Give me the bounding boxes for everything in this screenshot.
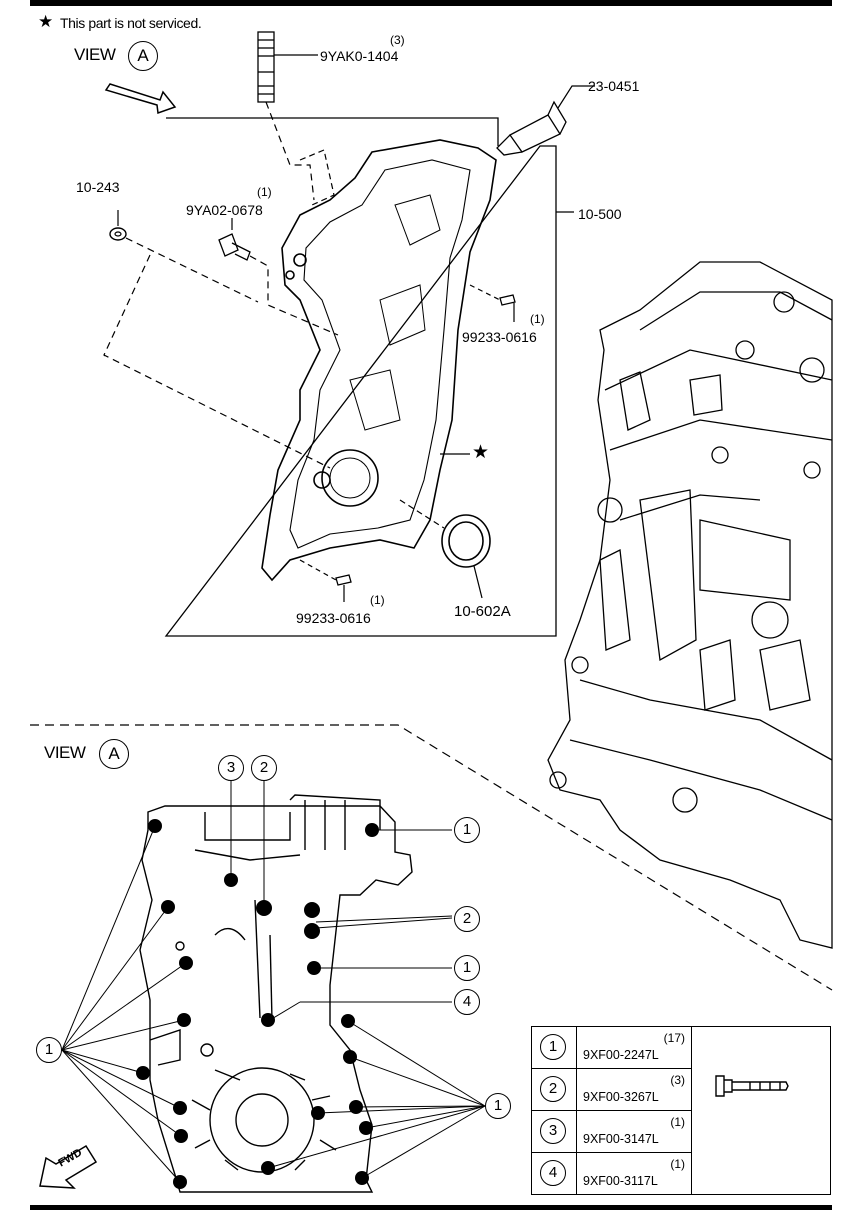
view-arrow-icon: [104, 83, 177, 115]
bolt-locations: [136, 819, 379, 1189]
chain-cover-icon: [261, 139, 497, 582]
callout-1-b: 1: [454, 955, 480, 981]
legend-num: 2: [540, 1076, 566, 1102]
callout-1-left: 1: [36, 1037, 62, 1063]
part-qty-stud: (3): [390, 33, 405, 47]
bottom-rule: [30, 1205, 832, 1210]
not-serviced-note: This part is not serviced.: [60, 15, 202, 31]
top-rule: [30, 0, 832, 6]
part-label-bolt: 9YA02-0678: [186, 202, 263, 218]
fwd-arrow-icon: [39, 1144, 98, 1189]
not-serviced-star-icon: ★: [472, 442, 490, 463]
part-label-stud: 9YAK0-1404: [320, 48, 399, 64]
legend-num: 4: [540, 1160, 566, 1186]
stud-icon: [257, 31, 275, 103]
dowel-pin-icon: [499, 294, 516, 306]
legend-image-cell: [691, 1026, 831, 1195]
sealant-tube-icon: [496, 100, 567, 156]
callout-4: 4: [454, 989, 480, 1015]
legend-qty: (1): [670, 1115, 685, 1129]
legend-row: 1 (17) 9XF00-2247L: [531, 1026, 831, 1195]
view-a-circle-top: A: [128, 41, 158, 71]
oil-seal-icon: [441, 514, 491, 568]
part-qty-bolt: (1): [257, 185, 272, 199]
legend-part: 9XF00-3147L: [583, 1132, 659, 1146]
callout-2-b: 2: [454, 906, 480, 932]
part-label-dowel-lower: 99233-0616: [296, 610, 371, 626]
legend-qty: (17): [663, 1031, 685, 1045]
part-label-washer: 10-243: [76, 179, 120, 195]
callout-1-right: 1: [485, 1093, 511, 1119]
part-qty-dowel-lower: (1): [370, 593, 385, 607]
cover-view-a-icon: [139, 794, 413, 1193]
legend-num: 3: [540, 1118, 566, 1144]
part-label-dowel-upper: 99233-0616: [462, 329, 537, 345]
view-a-label-top: VIEW: [74, 45, 116, 64]
view-a-circle-bottom: A: [99, 739, 129, 769]
callout-2-top: 2: [251, 755, 277, 781]
view-a-label-bottom: VIEW: [44, 743, 86, 762]
legend-num: 1: [540, 1034, 566, 1060]
part-label-sealant: 23-0451: [588, 78, 640, 94]
washer-icon: [109, 227, 127, 241]
callout-1-a: 1: [454, 817, 480, 843]
assembly-frame: [164, 117, 557, 637]
part-qty-dowel-upper: (1): [530, 312, 545, 326]
part-label-cover: 10-500: [578, 206, 622, 222]
flange-bolt-icon: [218, 233, 251, 261]
fastener-legend-table: 1 (17) 9XF00-2247L 2 (3) 9XF00-3267L 3 (1)…: [531, 1026, 831, 1195]
legend-row: 4 (1) 9XF00-3117L: [531, 1152, 831, 1195]
callout-3: 3: [218, 755, 244, 781]
legend-part: 9XF00-2247L: [583, 1048, 659, 1062]
engine-block-icon: [547, 261, 833, 949]
legend-qty: (3): [670, 1073, 685, 1087]
note-star-icon: ★: [38, 12, 54, 31]
dowel-pin-icon-2: [335, 574, 352, 586]
legend-part: 9XF00-3267L: [583, 1090, 659, 1104]
legend-part: 9XF00-3117L: [583, 1174, 658, 1188]
part-label-seal: 10-602A: [454, 603, 511, 620]
legend-qty: (1): [670, 1157, 685, 1171]
